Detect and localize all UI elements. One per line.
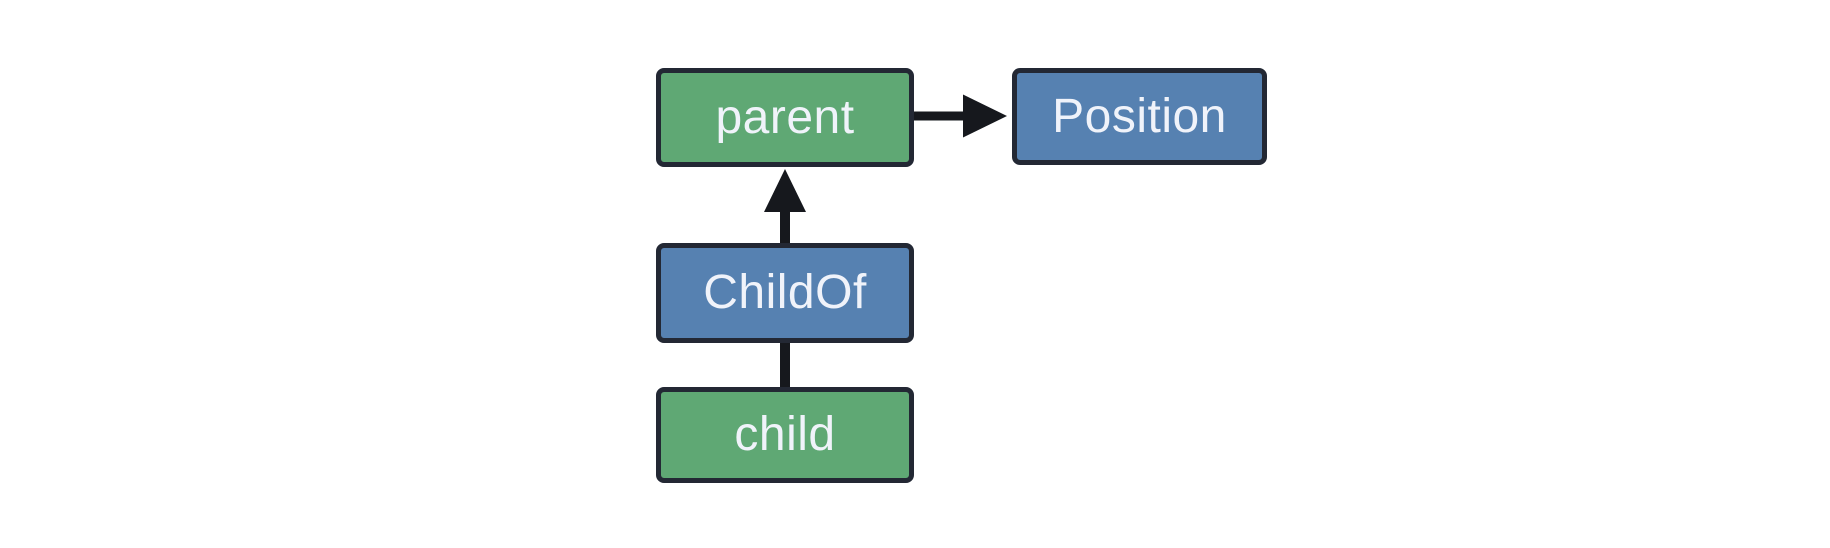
connector-line [780,341,790,389]
node-position-label: Position [1052,89,1227,143]
edge-parent-to-position [914,94,1007,138]
arrow-head-right-icon [963,94,1007,138]
node-child-label: child [734,408,836,461]
edge-child-to-childof [780,341,790,389]
arrow-shaft [914,111,968,121]
node-parent-label: parent [715,90,855,144]
node-childof-label: ChildOf [703,266,867,319]
edge-childof-to-parent [764,169,806,245]
node-child: child [656,387,914,483]
arrow-head-up-icon [764,169,806,212]
arrow-shaft [780,208,790,245]
node-parent: parent [656,68,914,167]
node-position: Position [1012,68,1267,165]
node-childof: ChildOf [656,243,914,343]
